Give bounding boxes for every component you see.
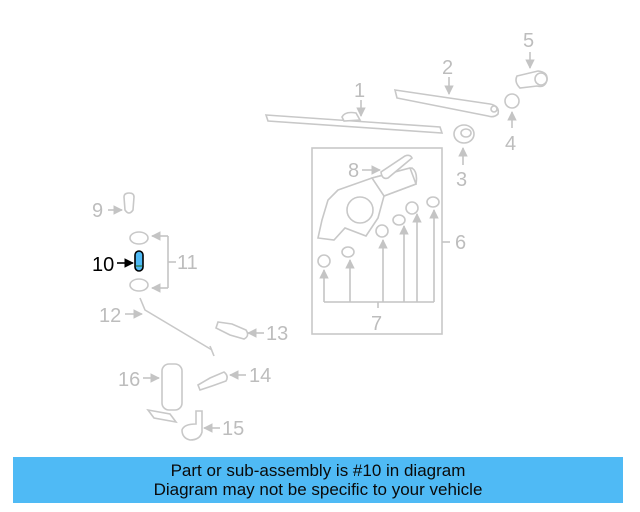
- callout-3: 3: [456, 169, 467, 191]
- callout-5: 5: [523, 30, 534, 52]
- part-14-check-valve[interactable]: [197, 371, 228, 391]
- part-6-wiper-motor[interactable]: [317, 167, 418, 241]
- part-4-cap[interactable]: [504, 93, 520, 109]
- part-2-wiper-arm[interactable]: [393, 89, 500, 118]
- info-banner: Part or sub-assembly is #10 in diagram D…: [13, 457, 623, 503]
- callout-11: 11: [177, 252, 198, 274]
- part-3-pivot-nut[interactable]: [453, 124, 475, 144]
- part-9-connector[interactable]: [123, 192, 135, 214]
- callout-13: 13: [266, 323, 288, 345]
- callout-7: 7: [371, 313, 382, 335]
- callout-16: 16: [118, 369, 140, 391]
- callout-1: 1: [354, 80, 365, 102]
- callout-2: 2: [442, 57, 453, 79]
- callout-15: 15: [222, 418, 244, 440]
- callout-4: 4: [505, 133, 516, 155]
- part-16-washer-pump[interactable]: [146, 363, 183, 424]
- part-6-motor-assembly-box: [311, 147, 443, 335]
- part-10-washer-hose-highlighted[interactable]: [134, 250, 144, 272]
- part-12-washer-hose[interactable]: [139, 297, 215, 357]
- part-11-hose-clamps[interactable]: [129, 231, 149, 292]
- parts-diagram: 1 2 3 4 5 6 8: [92, 30, 548, 441]
- banner-line-1: Part or sub-assembly is #10 in diagram: [170, 461, 466, 480]
- callout-9: 9: [92, 200, 103, 222]
- callout-8: 8: [348, 160, 359, 182]
- banner-line-2: Diagram may not be specific to your vehi…: [153, 480, 483, 499]
- part-8-pin[interactable]: [380, 154, 413, 180]
- callout-12: 12: [99, 305, 121, 327]
- part-1-wiper-blade[interactable]: [264, 111, 444, 134]
- part-7-bushings[interactable]: [317, 196, 440, 268]
- part-13-connector[interactable]: [215, 321, 249, 340]
- part-15-elbow-connector[interactable]: [181, 410, 203, 441]
- part-5-washer-nozzle[interactable]: [515, 70, 548, 89]
- callout-6: 6: [455, 232, 466, 254]
- callout-10: 10: [92, 254, 114, 276]
- callout-14: 14: [249, 365, 271, 387]
